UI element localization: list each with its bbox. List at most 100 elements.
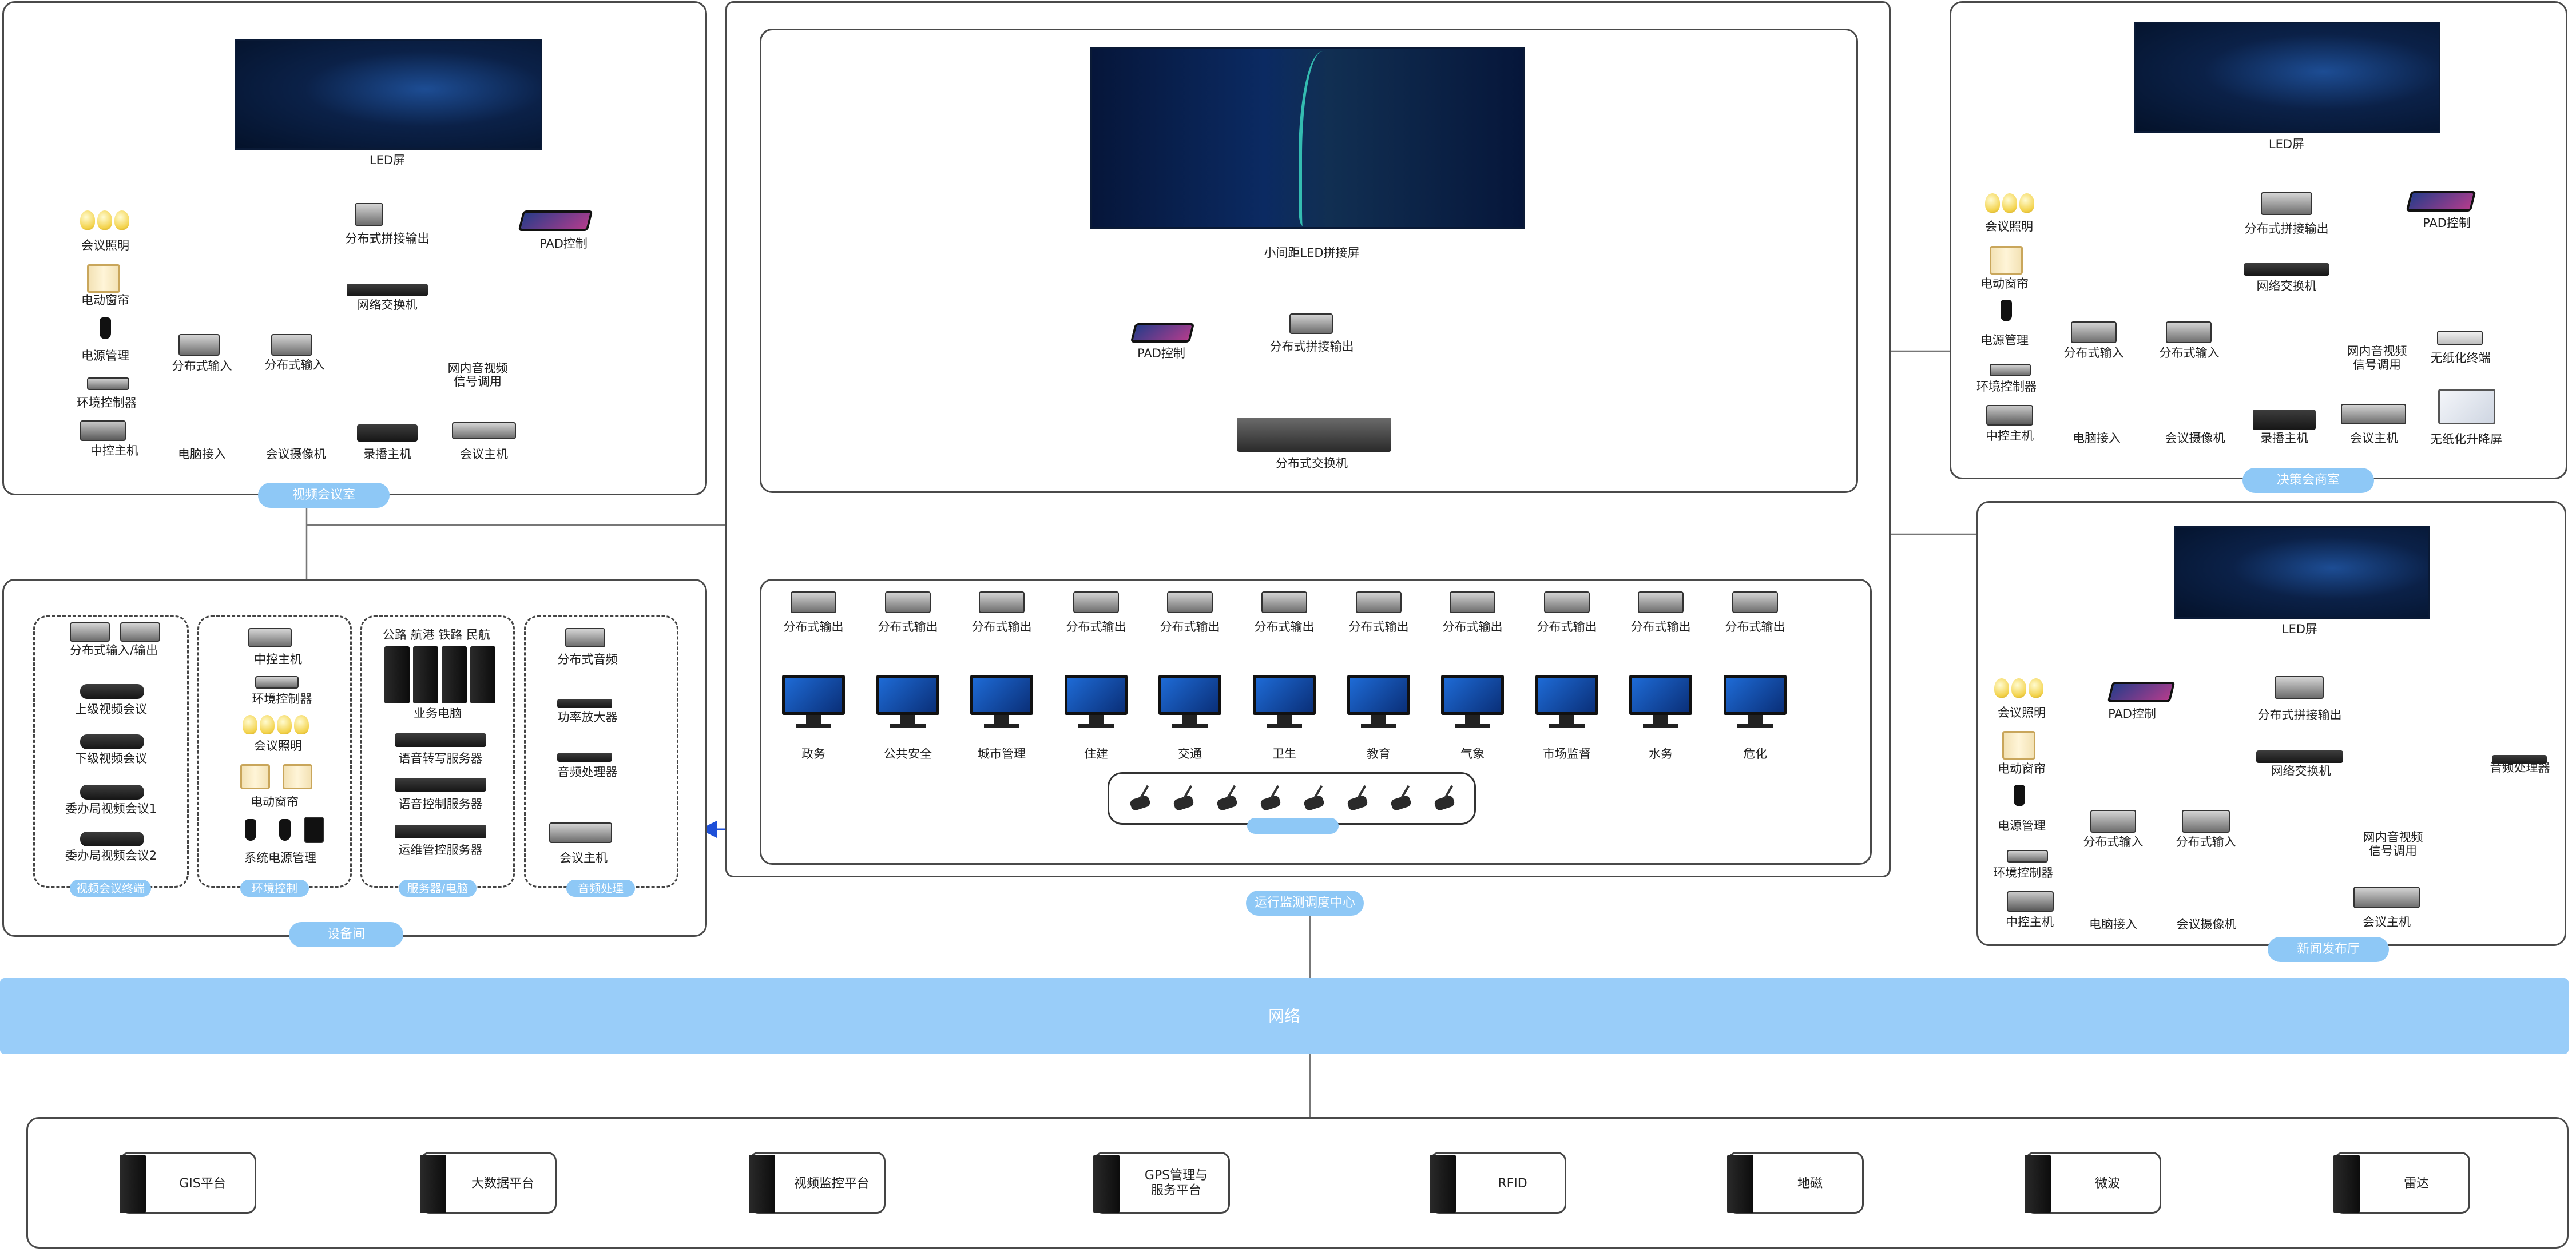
audio-label: 分布式音频 xyxy=(557,653,618,666)
decision-bulb-icon xyxy=(2019,193,2034,213)
seat-output-device xyxy=(1544,591,1590,613)
decision-input2-label: 分布式输入 xyxy=(2159,346,2220,360)
decision-intranet-label-line2: 信号调用 xyxy=(2353,358,2401,372)
monitor-icon xyxy=(876,675,939,728)
vc-input1-label: 分布式输入 xyxy=(172,359,232,373)
vc-control-host-device xyxy=(80,420,126,441)
audio-label: 音频处理器 xyxy=(557,765,618,779)
video-camera-icon xyxy=(281,413,307,440)
decision-conf-host-device xyxy=(2341,404,2406,424)
er-bulb-icon xyxy=(243,715,257,734)
seat-output-device xyxy=(979,591,1025,613)
vc-bulb-icon xyxy=(80,210,95,230)
paperless-terminal-device xyxy=(2437,331,2483,345)
server-tower-icon xyxy=(749,1155,775,1213)
press-intranet-label-line1: 网内音视频 xyxy=(2363,830,2423,844)
vc-switch-label: 网络交换机 xyxy=(357,298,418,312)
platform-label: 服务平台 xyxy=(1150,1183,1201,1198)
server-tower-icon xyxy=(2025,1155,2051,1213)
seat-output-label: 分布式输出 xyxy=(1254,620,1315,634)
er-env-controller-label: 环境控制器 xyxy=(252,692,312,706)
audio-label: 会议主机 xyxy=(559,851,608,865)
er-power-device xyxy=(304,817,324,843)
press-splice-output-label: 分布式拼接输出 xyxy=(2257,708,2342,722)
er-control-host-label: 中控主机 xyxy=(254,653,302,666)
equipment-room-caption: 设备间 xyxy=(289,922,403,947)
press-control-host-label: 中控主机 xyxy=(2006,915,2054,929)
er-curtain-icon xyxy=(240,764,270,789)
seat-name-label: 住建 xyxy=(1084,747,1108,761)
server-tower-icon xyxy=(1430,1155,1456,1213)
seat-output-device xyxy=(1732,591,1778,613)
press-env-label: 环境控制器 xyxy=(1993,866,2053,880)
monitor-icon xyxy=(1535,675,1598,728)
vc-camera-label: 会议摄像机 xyxy=(265,447,326,461)
server-tower-icon xyxy=(1727,1155,1753,1213)
seat-output-device xyxy=(885,591,931,613)
er-bulb-icon xyxy=(260,715,275,734)
server-tower-icon xyxy=(420,1155,446,1213)
server-tower-icon xyxy=(2333,1155,2360,1213)
vc-bulb-icon xyxy=(114,210,129,230)
platform-label: 地磁 xyxy=(1797,1177,1823,1191)
vc-pad-label: PAD控制 xyxy=(539,237,588,251)
decision-lighting-label: 会议照明 xyxy=(1985,220,2033,233)
decision-room-caption: 决策会商室 xyxy=(2242,468,2374,493)
center-caption: 运行监测调度中心 xyxy=(1246,891,1364,916)
seat-name-label: 卫生 xyxy=(1272,747,1296,761)
press-conf-host-label: 会议主机 xyxy=(2363,915,2411,929)
decision-bulb-icon xyxy=(2002,193,2017,213)
vc-env-controller-device xyxy=(87,377,129,390)
press-control-host-device xyxy=(2007,891,2054,912)
press-power-plug-icon xyxy=(2014,785,2025,806)
mic-array-caption xyxy=(1247,818,1339,834)
decision-control-host-label: 中控主机 xyxy=(1986,429,2034,443)
platform-label: 微波 xyxy=(2094,1177,2120,1191)
server-rack-device xyxy=(395,778,486,792)
press-power-label: 电源管理 xyxy=(1998,819,2046,833)
center-screen-label: 小间距LED拼接屏 xyxy=(1264,246,1360,260)
vc-input2-device xyxy=(271,334,312,356)
center-switch-label: 分布式交换机 xyxy=(1276,456,1348,470)
monitor-icon xyxy=(1158,675,1221,728)
er-conf-host-device xyxy=(549,822,612,843)
video-camera-icon xyxy=(2181,397,2206,424)
video-terminal-caption: 视频会议终端 xyxy=(70,880,151,897)
platform-card: 视频监控平台 xyxy=(749,1152,886,1214)
press-switch-label: 网络交换机 xyxy=(2271,764,2331,778)
laptop-icon xyxy=(188,412,219,434)
decision-recorder-device xyxy=(2253,410,2316,430)
vc-pad-icon xyxy=(518,210,593,231)
er-power-label: 系统电源管理 xyxy=(244,851,316,865)
server-tower-icon xyxy=(384,646,410,703)
press-curtain-label: 电动窗帘 xyxy=(1998,762,2046,776)
seat-output-label: 分布式输出 xyxy=(1442,620,1503,634)
decision-intranet-label-line1: 网内音视频 xyxy=(2347,344,2407,358)
center-pad-label: PAD控制 xyxy=(1137,347,1185,360)
vc-led-label: LED屏 xyxy=(369,153,406,167)
vc-curtain-label: 电动窗帘 xyxy=(81,293,129,307)
vc-recorder-device xyxy=(357,424,418,442)
vc-led-screen xyxy=(235,39,542,150)
video-terminal-label: 下级视频会议 xyxy=(75,752,147,765)
er-power-plug-icon xyxy=(245,819,256,841)
press-env-controller-device xyxy=(2007,850,2048,863)
vc-splice-output-device xyxy=(355,203,383,226)
press-led-screen xyxy=(2174,526,2430,619)
decision-input2-device xyxy=(2166,321,2212,343)
seat-output-device xyxy=(1356,591,1402,613)
decision-curtain-label: 电动窗帘 xyxy=(1980,277,2029,291)
vc-bulb-icon xyxy=(97,210,112,230)
vc-intranet-label-line2: 信号调用 xyxy=(454,375,502,388)
server-tower-icon xyxy=(413,646,438,703)
platform-label: GIS平台 xyxy=(179,1177,226,1191)
press-room-caption: 新闻发布厅 xyxy=(2268,937,2389,962)
decision-power-label: 电源管理 xyxy=(1980,333,2029,347)
server-label: 语音控制服务器 xyxy=(398,797,483,811)
et-io-device xyxy=(120,622,160,642)
vc-input1-device xyxy=(178,334,220,356)
platform-card: 雷达 xyxy=(2333,1152,2470,1214)
press-lighting-label: 会议照明 xyxy=(1998,706,2046,720)
decision-pc-label: 电脑接入 xyxy=(2073,431,2121,445)
center-seats-frame xyxy=(760,579,1872,865)
